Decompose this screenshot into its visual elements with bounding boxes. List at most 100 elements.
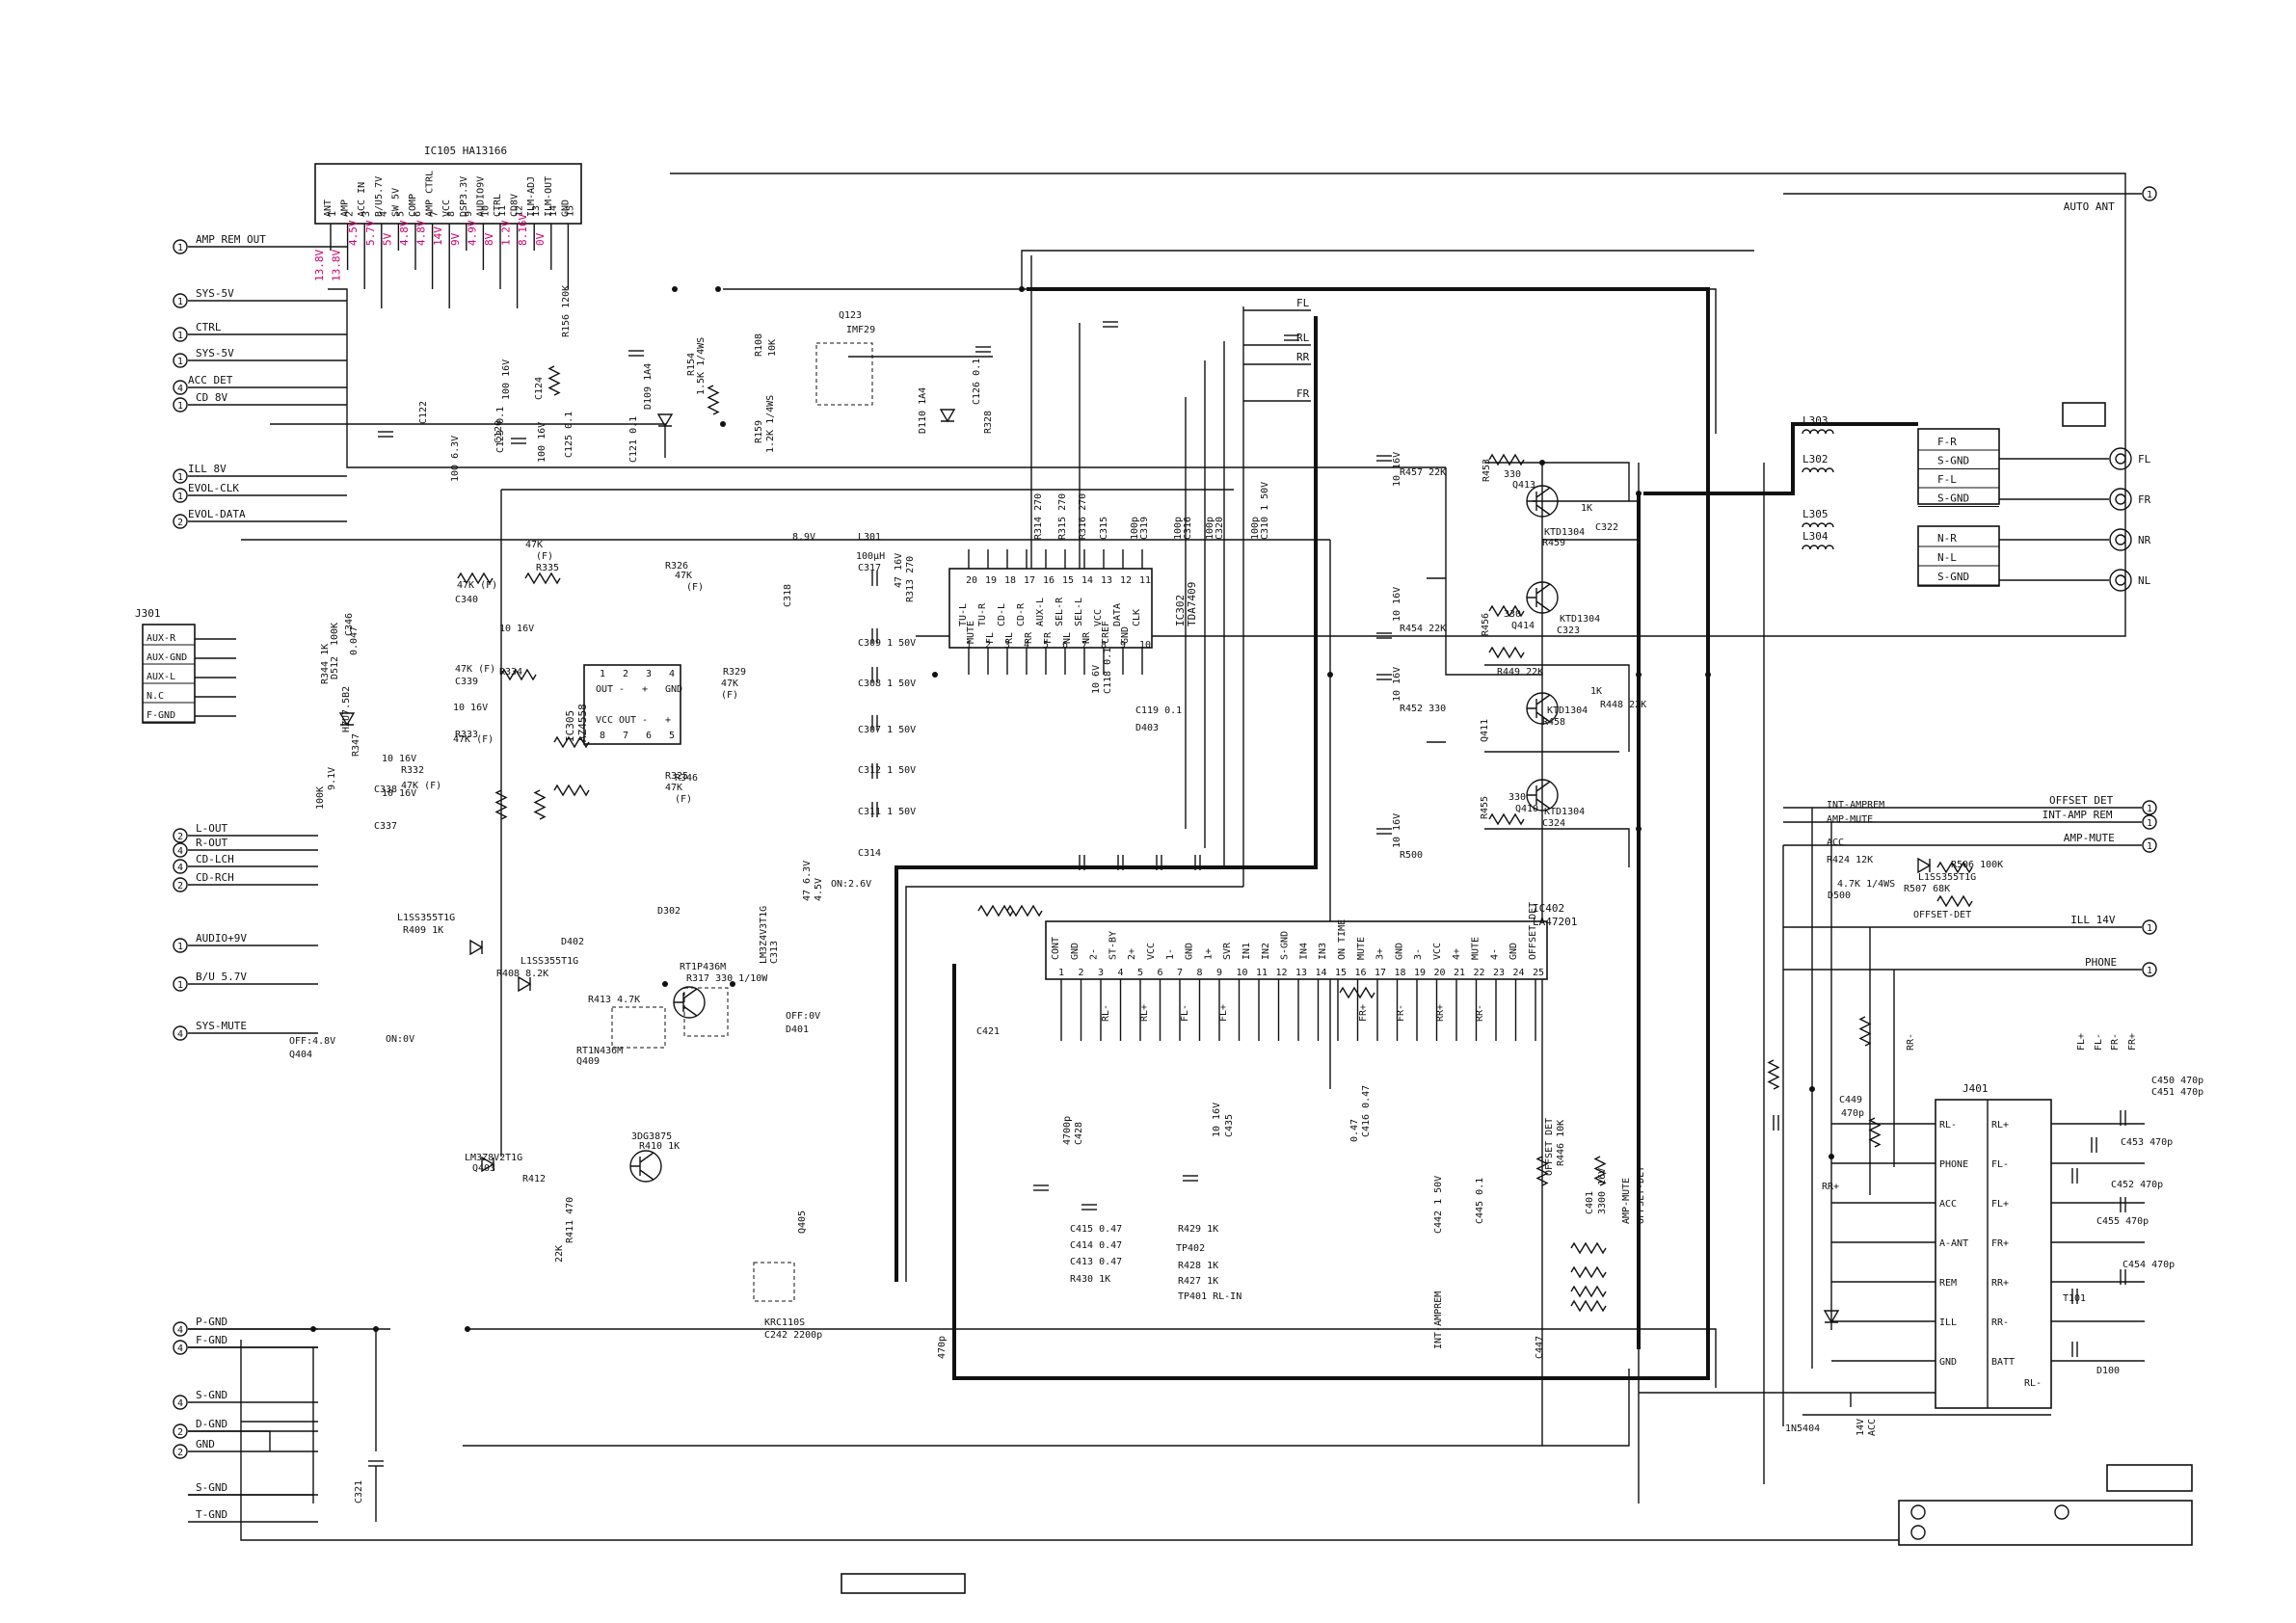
wire [905,886,1243,1282]
connector-terminal [173,1423,188,1439]
rca-jack [2109,447,2132,470]
ic402-pin: 4+ [1452,948,1462,960]
component-label: AMP-MUTE [1621,1178,1632,1224]
component-label: R455 [1480,796,1490,819]
wire [188,1430,271,1451]
left-net-label: D-GND [196,1418,227,1430]
j301-pin: F-GND [147,710,175,721]
component-label: ON:0V [386,1034,414,1045]
component-label: Q409 [576,1056,600,1067]
junction-dot [662,981,668,987]
ic302-pin-num: 6 [1062,640,1068,651]
component-label: 9.1V [327,767,337,790]
ic105-voltage: 4.9V [466,220,478,246]
connector-terminal [173,1321,188,1337]
component-label: R507 68K [1904,884,1950,894]
ic302-pin-num: 10 [1139,640,1151,651]
inductor [1802,429,1834,435]
component-label: C319 [1139,517,1150,540]
component-label: R452 330 [1400,704,1446,714]
left-net-label: ACC DET [188,374,233,386]
component-label: 22K [554,1245,565,1263]
connector-terminal [173,1444,188,1459]
component-label: 4700p [1062,1116,1073,1145]
component-label: R430 1K [1070,1274,1110,1285]
connector-terminal [2142,800,2157,815]
right-net-label: INT-AMP REM [2042,809,2113,821]
ic302-pin: CLK [1132,609,1142,626]
terminal-number: 1 [177,980,183,991]
component-label: R313 270 [905,556,916,602]
wire [467,1328,1717,1388]
junction-dot [1539,460,1545,466]
component-label: C308 1 50V [858,678,916,689]
component-label: C318 [783,584,793,607]
ic302-pin-num: 19 [985,575,997,586]
speaker-rear-block [1917,525,2000,587]
component-label: D512 [330,656,340,679]
component-label: C324 [1542,818,1565,829]
component-label: ACC [1867,1419,1878,1436]
component-label: R317 330 1/10W [686,973,768,984]
connector-terminal [173,877,188,892]
component-label: C315 [1099,517,1109,540]
junction-dot [1809,1086,1815,1092]
component-label: TP402 [1176,1243,1205,1254]
ic105-pin: AMP [340,200,351,217]
component-label: Q403 [472,1163,495,1174]
inductor [1802,545,1834,550]
component-label: C445 0.1 [1475,1178,1485,1224]
ic402-pin-num: 11 [1256,968,1268,978]
resistor [457,572,494,585]
terminal-number: 4 [177,863,183,873]
left-net-label: SYS-5V [196,347,234,359]
speaker-output: NL [2138,574,2151,587]
ic402-pin: IN2 [1261,943,1271,960]
component-label: 100K [315,786,326,810]
ic402-pin: GND [1508,943,1519,960]
component-label: 470p [1841,1108,1864,1119]
ic402-pin: VCC [1432,943,1443,960]
speaker-output: FL [2138,453,2151,466]
component-label: C123 0.1 [495,407,506,453]
ic402-output: RR- [1475,1004,1485,1022]
ic402-pin-num: 2 [1079,968,1084,978]
component-label: 10 6V [1091,665,1102,694]
ic402-pin: GND [1394,943,1404,960]
resistor [553,784,590,797]
junction-dot [1019,286,1025,292]
terminal-number: 1 [177,331,183,341]
component-label: 10 16V [1392,452,1402,487]
component-label: R429 1K [1178,1224,1218,1235]
ic105-pin: CTRL [493,194,503,217]
ic305-pin-num: 4 [669,669,675,679]
component-label: R329 [723,667,746,678]
connector-terminal [173,327,188,342]
component-label: R408 8.2K [496,969,548,979]
diode [481,1156,495,1173]
component-label: R456 [1481,613,1491,636]
component-label: R413 4.7K [588,995,640,1005]
ic305-pin: VCC [596,715,613,726]
component-label: R316 270 [1078,493,1088,540]
component-label: 10 16V [1392,667,1402,702]
right-net-label: ILL 14V [2070,914,2116,926]
resistor [707,385,720,415]
component-label: R333 [455,730,478,740]
component-label: R427 1K [1178,1276,1218,1287]
inductor [1802,467,1834,473]
ic302-pin-num: 5 [1043,640,1049,651]
ic402-pin: 3- [1413,948,1424,960]
speaker-output: NR [2138,534,2151,546]
ic402-pin: S-GND [1280,931,1291,960]
component-label: R459 [1542,538,1565,548]
component-label: C442 1 50V [1433,1176,1444,1234]
bold-trace [1643,422,1918,495]
component-label: RR+ [1822,1182,1839,1192]
ic402-pin: IN1 [1241,943,1252,960]
component-label: C421 [976,1026,1000,1037]
ic302-part: TDA7409 [1186,582,1198,626]
component-label: C454 470p [2122,1260,2175,1270]
j401-left-pin: GND [1939,1357,1957,1368]
left-net-label: EVOL-DATA [188,508,246,520]
